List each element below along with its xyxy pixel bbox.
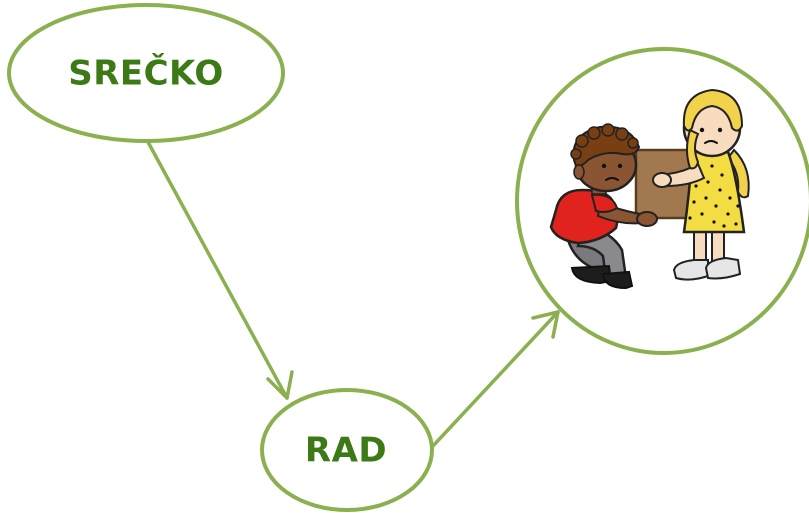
arrow-rad-to-picture [430,310,560,449]
node-rad-label: RAD [305,431,387,471]
boy-figure [549,123,658,290]
girl-figure [652,88,750,281]
node-picture [515,47,809,355]
node-srecko-label: SREČKO [68,53,224,94]
node-srecko: SREČKO [7,3,285,143]
arrow-srecko-to-rad [146,140,294,400]
children-holding-box-illustration [549,88,750,290]
node-rad: RAD [260,388,434,512]
